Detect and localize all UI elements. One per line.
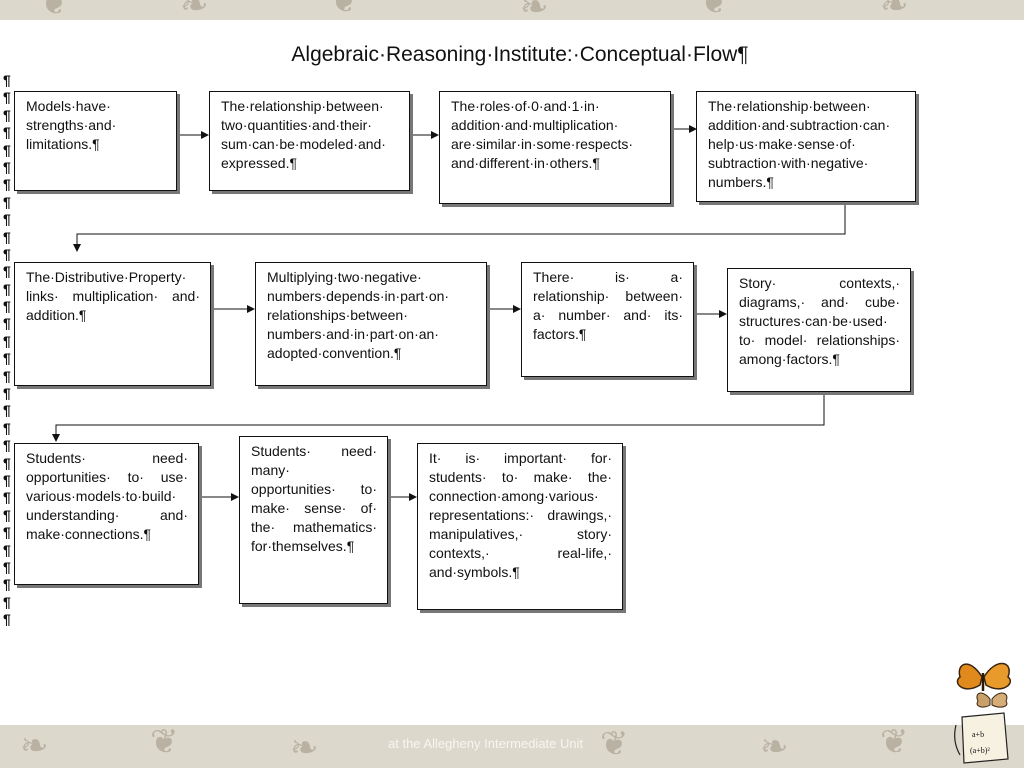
paragraph-mark: ¶ xyxy=(3,506,11,523)
scroll-icon xyxy=(954,712,1009,764)
paragraph-mark: ¶ xyxy=(3,437,11,454)
butterfly-icon xyxy=(956,662,1011,691)
leaf-decoration: ❧ xyxy=(180,0,209,20)
concept-text: Story· contexts,· diagrams,· and· cube· … xyxy=(739,275,900,367)
paragraph-mark: ¶ xyxy=(3,211,11,228)
concept-text: There· is· a· relationship· between· a· … xyxy=(533,269,683,342)
concept-box-10: Students· need· many· opportunities· to·… xyxy=(239,436,388,604)
arrow-8-9 xyxy=(52,391,825,442)
concept-box-11: It· is· important· for· students· to· ma… xyxy=(417,443,623,610)
paragraph-mark: ¶ xyxy=(3,158,11,175)
paragraph-mark: ¶ xyxy=(3,72,11,88)
paragraph-mark: ¶ xyxy=(3,106,11,123)
paragraph-mark: ¶ xyxy=(3,263,11,280)
paragraph-mark: ¶ xyxy=(3,298,11,315)
concept-text: Models·have· strengths·and· limitations.… xyxy=(26,98,117,152)
leaf-decoration: ❦ xyxy=(40,0,69,20)
concept-text: It· is· important· for· students· to· ma… xyxy=(429,450,612,580)
footer-text: at the Allegheny Intermediate Unit xyxy=(388,736,584,751)
concept-box-3: The·roles·of·0·and·1·in· addition·and·mu… xyxy=(439,91,671,204)
paragraph-marks-column: ¶¶¶¶¶¶¶¶¶¶¶¶¶¶¶¶¶¶¶¶¶¶¶¶¶¶¶¶¶¶¶¶ xyxy=(3,72,17,629)
concept-text: Students· need· opportunities· to· use· … xyxy=(26,450,188,542)
logo-formula: (a+b)² xyxy=(970,746,990,755)
paragraph-mark: ¶ xyxy=(3,228,11,245)
paragraph-mark: ¶ xyxy=(3,280,11,297)
concept-box-8: Story· contexts,· diagrams,· and· cube· … xyxy=(727,268,911,392)
paragraph-mark: ¶ xyxy=(3,89,11,106)
concept-box-9: Students· need· opportunities· to· use· … xyxy=(14,443,199,585)
butterfly-icon xyxy=(976,692,1008,708)
paragraph-mark: ¶ xyxy=(3,332,11,349)
leaf-decoration: ❧ xyxy=(880,0,909,20)
paragraph-mark: ¶ xyxy=(3,419,11,436)
concept-box-4: The·relationship·between· addition·and·s… xyxy=(696,91,916,202)
paragraph-mark: ¶ xyxy=(3,576,11,593)
concept-box-5: The·Distributive·Property· links· multip… xyxy=(14,262,211,386)
page-title: Algebraic·Reasoning·Institute:·Conceptua… xyxy=(291,43,749,66)
paragraph-mark: ¶ xyxy=(3,350,11,367)
paragraph-mark: ¶ xyxy=(3,454,11,471)
paragraph-mark: ¶ xyxy=(3,141,11,158)
leaf-decoration: ❧ xyxy=(760,728,789,766)
paragraph-mark: ¶ xyxy=(3,124,11,141)
paragraph-mark: ¶ xyxy=(3,367,11,384)
logo-formula: a+b xyxy=(972,730,984,739)
paragraph-mark: ¶ xyxy=(3,489,11,506)
top-banner: ❦ ❧ ❦ ❧ ❦ ❧ xyxy=(0,0,1024,20)
paragraph-mark: ¶ xyxy=(3,524,11,541)
concept-box-1: Models·have· strengths·and· limitations.… xyxy=(14,91,177,191)
concept-text: The·relationship·between· addition·and·s… xyxy=(708,98,891,190)
leaf-decoration: ❧ xyxy=(520,0,549,20)
arrow-4-5 xyxy=(73,201,846,252)
concept-box-6: Multiplying·two·negative· numbers·depend… xyxy=(255,262,487,386)
paragraph-mark: ¶ xyxy=(3,611,11,628)
bottom-banner: ❧ ❦ ❧ ❦ ❧ ❦ xyxy=(0,725,1024,768)
concept-text: The·relationship·between· two·quantities… xyxy=(221,98,386,171)
paragraph-mark: ¶ xyxy=(3,193,11,210)
leaf-decoration: ❦ xyxy=(330,0,359,20)
leaf-decoration: ❧ xyxy=(290,729,319,767)
paragraph-mark: ¶ xyxy=(3,176,11,193)
concept-box-2: The·relationship·between· two·quantities… xyxy=(209,91,410,191)
leaf-decoration: ❦ xyxy=(700,0,729,20)
concept-box-7: There· is· a· relationship· between· a· … xyxy=(521,262,694,377)
paragraph-mark: ¶ xyxy=(3,245,11,262)
paragraph-mark: ¶ xyxy=(3,471,11,488)
leaf-decoration: ❦ xyxy=(150,725,179,761)
paragraph-mark: ¶ xyxy=(3,541,11,558)
leaf-decoration: ❧ xyxy=(20,727,49,765)
paragraph-mark: ¶ xyxy=(3,315,11,332)
concept-text: The·Distributive·Property· links· multip… xyxy=(26,269,200,323)
paragraph-mark: ¶ xyxy=(3,558,11,575)
paragraph-mark: ¶ xyxy=(3,402,11,419)
concept-text: The·roles·of·0·and·1·in· addition·and·mu… xyxy=(451,98,634,171)
leaf-decoration: ❦ xyxy=(600,725,629,763)
butterfly-scroll-logo: a+b (a+b)² xyxy=(954,662,1011,764)
paragraph-mark: ¶ xyxy=(3,593,11,610)
paragraph-mark: ¶ xyxy=(3,385,11,402)
concept-text: Students· need· many· opportunities· to·… xyxy=(251,443,377,554)
concept-text: Multiplying·two·negative· numbers·depend… xyxy=(267,269,450,361)
leaf-decoration: ❦ xyxy=(880,725,909,761)
